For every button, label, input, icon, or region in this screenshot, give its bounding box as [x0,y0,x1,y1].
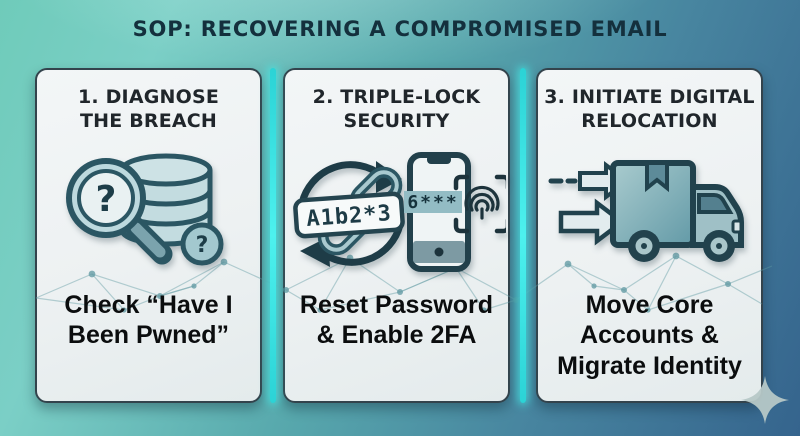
password-reset-2fa-icon: A1b2*3 6*** [288,140,506,282]
card-heading: 1. DIAGNOSE THE BREACH [77,86,220,133]
headlight [731,219,743,234]
moving-truck-icon [547,140,752,282]
divider-bar [520,68,526,403]
rear-wheel [628,229,660,262]
card-heading: 2. TRIPLE-LOCK SECURITY [312,86,481,133]
breach-search-icon: ? ? [56,140,241,282]
package-ribbon [645,160,669,192]
card-digital-relocation: 3. INITIATE DIGITAL RELOCATION [536,68,763,403]
phone-2fa-icon: 6*** [403,151,506,272]
divider-bar [270,68,276,403]
sparkle-icon [741,376,789,424]
password-sample-text: A1b2*3 [305,201,392,232]
password-reset-icon: A1b2*3 [292,160,405,267]
db-question-mark: ? [196,233,209,258]
page-title: SOP: RECOVERING A COMPROMISED EMAIL [132,17,668,41]
card-heading: 3. INITIATE DIGITAL RELOCATION [544,86,755,133]
fingerprint-icon [453,174,506,233]
card-body: Check “Have I Been Pwned” [64,290,233,350]
card-body: Move Core Accounts & Migrate Identity [557,290,742,380]
front-wheel [703,229,735,262]
card-diagnose-breach: 1. DIAGNOSE THE BREACH ? ? Check “Have I… [35,68,262,403]
magnifier-question-mark: ? [96,179,117,220]
cab-window [697,192,734,214]
card-triple-lock-security: 2. TRIPLE-LOCK SECURITY [283,68,510,403]
card-body: Reset Password & Enable 2FA [299,290,494,350]
otp-code-text: 6*** [407,192,458,213]
